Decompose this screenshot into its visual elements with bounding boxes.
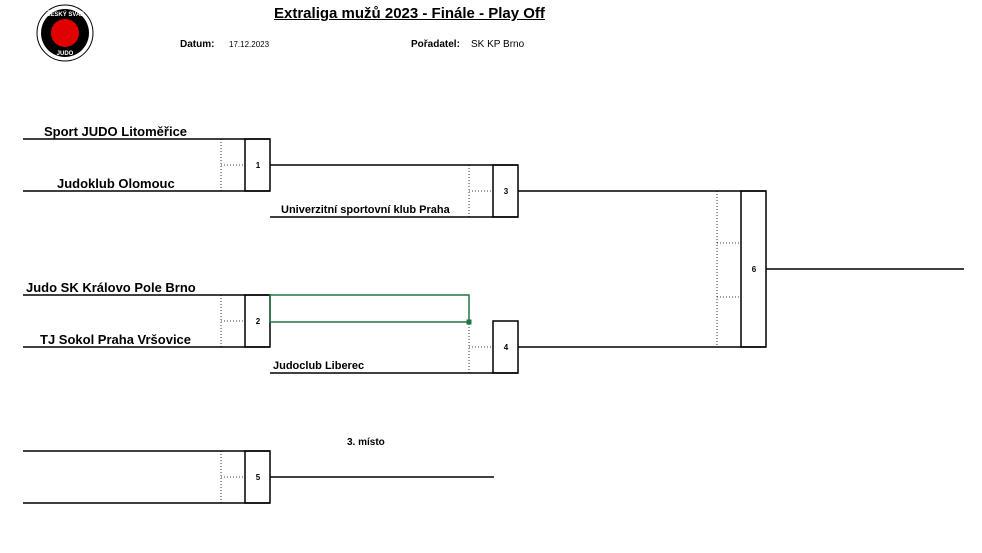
match-number-2: 2	[256, 317, 261, 326]
cell-selection-highlight	[269, 294, 472, 325]
match-number-4: 4	[504, 343, 509, 352]
logo-text-top: ČESKÝ SVAZ	[46, 11, 84, 18]
page-title: Extraliga mužů 2023 - Finále - Play Off	[274, 5, 545, 22]
match-number-5: 5	[256, 473, 261, 482]
match-number-6: 6	[752, 265, 757, 274]
match-number-1: 1	[256, 161, 261, 170]
logo-red-circle	[51, 19, 79, 47]
organizer-label: Pořadatel:	[411, 39, 460, 50]
date-label: Datum:	[180, 39, 215, 50]
match-number-3: 3	[504, 187, 509, 196]
third-place-label: 3. místo	[347, 437, 385, 448]
team-m1-bottom: Judoklub Olomouc	[57, 176, 175, 191]
organizer-value: SK KP Brno	[471, 39, 525, 50]
team-m2-bottom: TJ Sokol Praha Vršovice	[40, 332, 192, 347]
team-m4-bottom: Judoclub Liberec	[273, 360, 365, 372]
team-m2-top: Judo SK Královo Pole Brno	[26, 280, 196, 295]
team-m1-top: Sport JUDO Litoměřice	[44, 124, 188, 139]
judo-union-logo: ČESKÝ SVAZ JUDO	[36, 4, 94, 62]
logo-text-bottom: JUDO	[57, 51, 74, 57]
team-m3-bottom: Univerzitní sportovní klub Praha	[281, 204, 450, 216]
date-value: 17.12.2023	[229, 40, 270, 49]
